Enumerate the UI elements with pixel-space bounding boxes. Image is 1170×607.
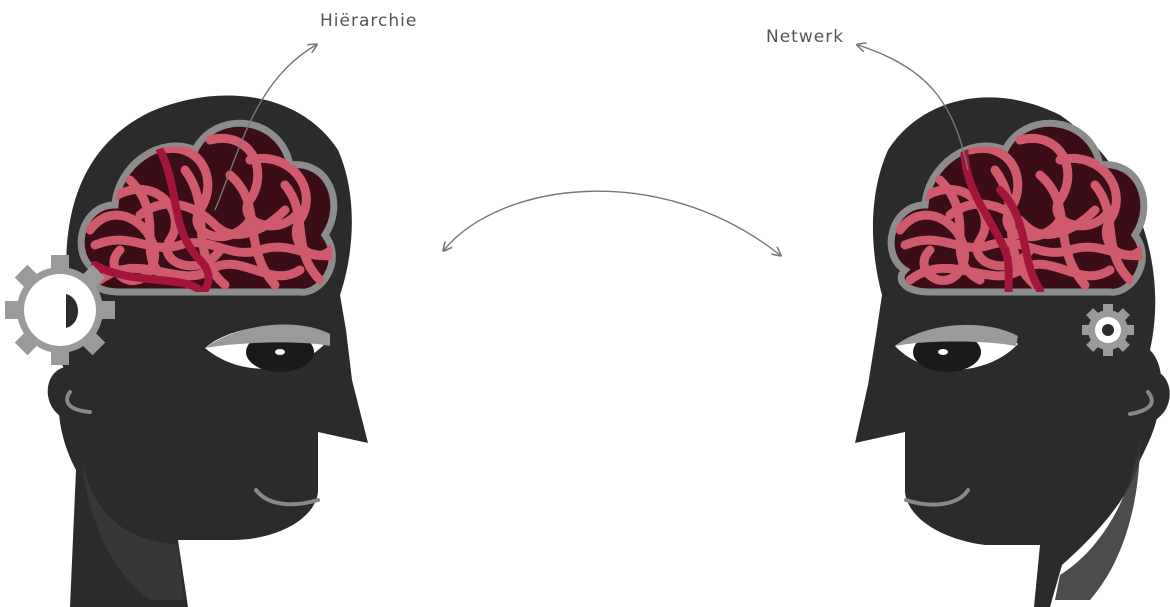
right-head <box>855 97 1170 607</box>
left-concept-label: Hiërarchie <box>320 11 417 31</box>
exchange-arrow <box>444 191 780 255</box>
left-head <box>0 96 368 607</box>
right-concept-label: Netwerk <box>766 27 844 47</box>
